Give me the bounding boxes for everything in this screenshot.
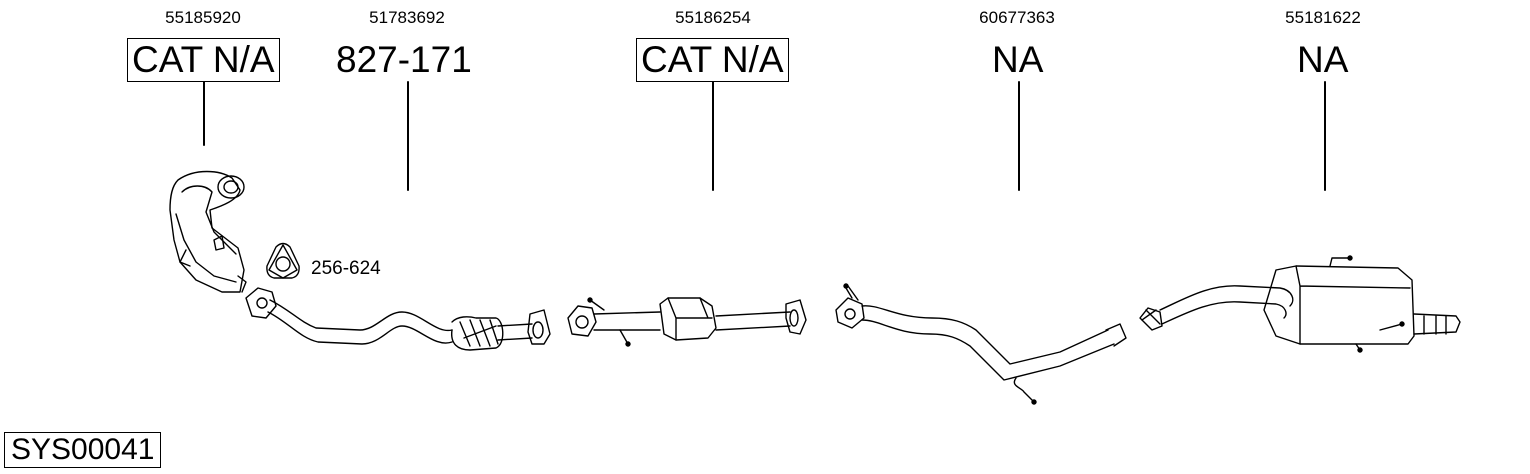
system-code: SYS00041 — [4, 432, 162, 468]
oe-number-3: 55186254 — [675, 8, 751, 27]
front-pipe-drawing — [245, 287, 551, 351]
part-ref-4: NA — [992, 39, 1044, 80]
oe-number-1: 55185920 — [165, 8, 241, 27]
gasket-ref: 256-624 — [311, 258, 381, 279]
rear-silencer-drawing — [1139, 255, 1461, 353]
oe-number-4: 60677363 — [979, 8, 1055, 27]
leader-lines — [203, 81, 1326, 191]
catalyst-pipe-drawing — [567, 297, 807, 347]
part-ref-5: NA — [1297, 39, 1349, 80]
centre-pipe-drawing — [835, 283, 1127, 405]
gasket-drawing — [266, 242, 300, 279]
manifold-catalyst-drawing — [169, 170, 247, 293]
oe-number-2: 51783692 — [369, 8, 445, 27]
part-ref-2: 827-171 — [336, 39, 472, 80]
part-ref-1: CAT N/A — [127, 38, 280, 82]
oe-number-5: 55181622 — [1285, 8, 1361, 27]
